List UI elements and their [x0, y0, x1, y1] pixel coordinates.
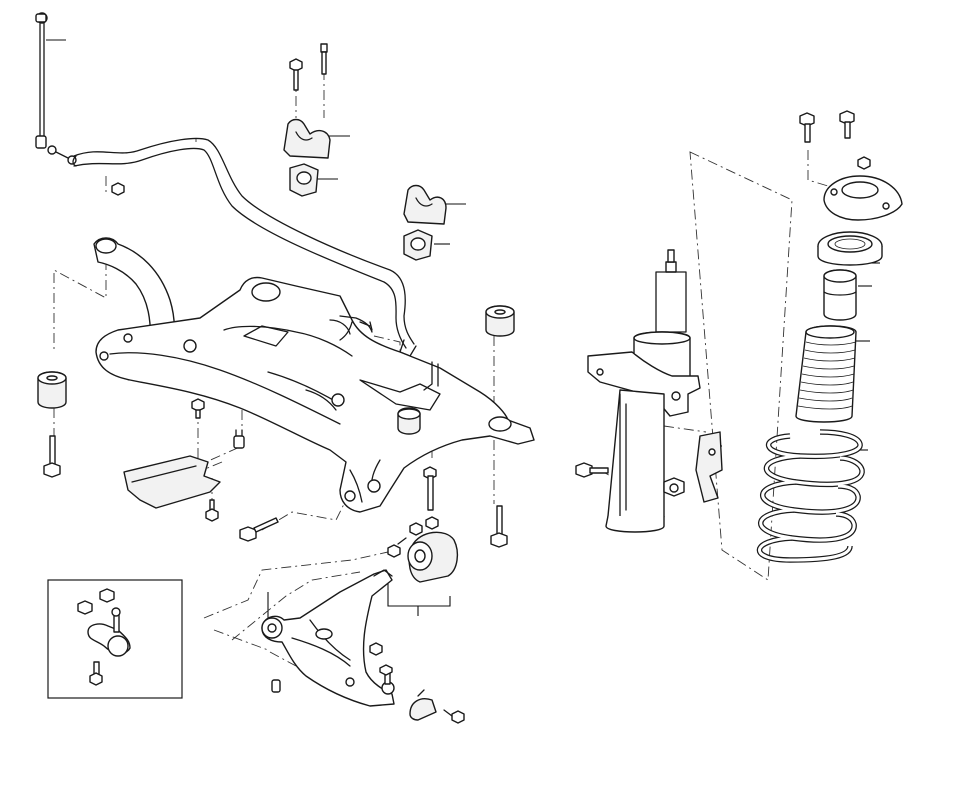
- lower-arm-front-bolt: [239, 517, 279, 542]
- shock-absorber: [587, 249, 701, 533]
- strut-bolt: [575, 462, 609, 478]
- spring-seat: [817, 231, 883, 266]
- top-mount: [823, 175, 903, 221]
- strut-nut: [663, 477, 685, 497]
- stabilizer-bar: [72, 137, 417, 357]
- coil-spring: [756, 429, 865, 563]
- lower-arm-clip: [271, 679, 281, 693]
- subframe-bolt-middle: [423, 466, 437, 511]
- heat-shield-clip: [233, 429, 245, 449]
- subframe-bolt-left: [43, 435, 61, 478]
- inset-ball-joint-bolt: [89, 661, 103, 686]
- subframe-bolt-right: [490, 505, 508, 548]
- subframe: [95, 276, 535, 513]
- lower-arm-heat-shield: [409, 689, 437, 721]
- top-mount-bolt-left: [799, 112, 815, 143]
- lower-arm-rear-bushing-bolts: [387, 516, 439, 558]
- heat-shield-bolt-lower: [205, 499, 219, 522]
- strut-bracket: [695, 431, 723, 503]
- inset-ball-joint-nut-top: [99, 588, 115, 603]
- stabilizer-bar-bushing: [289, 163, 319, 197]
- lower-arm: [261, 569, 395, 707]
- stabilizer-link-nut: [111, 182, 125, 196]
- bump-stop: [823, 269, 857, 321]
- subframe-mount-bushing-right: [485, 305, 515, 337]
- stabilizer-bar-bracket: [283, 118, 331, 159]
- subframe-pipe: [339, 321, 439, 391]
- stabilizer-bar-bushing-right: [403, 229, 433, 261]
- heat-shield-bolt: [191, 398, 205, 419]
- bracket-bolt-left: [289, 58, 303, 91]
- leader-lower-arm-bushing: [387, 576, 451, 607]
- subframe-mount-bushing-left: [37, 371, 67, 409]
- dust-boot: [795, 325, 857, 423]
- inset-ball-joint: [87, 607, 131, 657]
- heat-shield: [123, 455, 221, 509]
- lower-arm-ball-joint: [379, 664, 395, 695]
- lower-arm-nut: [369, 642, 383, 656]
- lower-arm-rear-bushing: [407, 531, 459, 583]
- lower-arm-heat-shield-bolt: [443, 709, 465, 724]
- stabilizer-bar-bracket-right: [403, 184, 447, 225]
- top-mount-bolt-right: [839, 110, 855, 139]
- bracket-bolt-right: [320, 43, 328, 75]
- top-mount-nut: [857, 156, 871, 170]
- inset-ball-joint-nut-left: [77, 600, 93, 615]
- stabilizer-link: [35, 12, 77, 165]
